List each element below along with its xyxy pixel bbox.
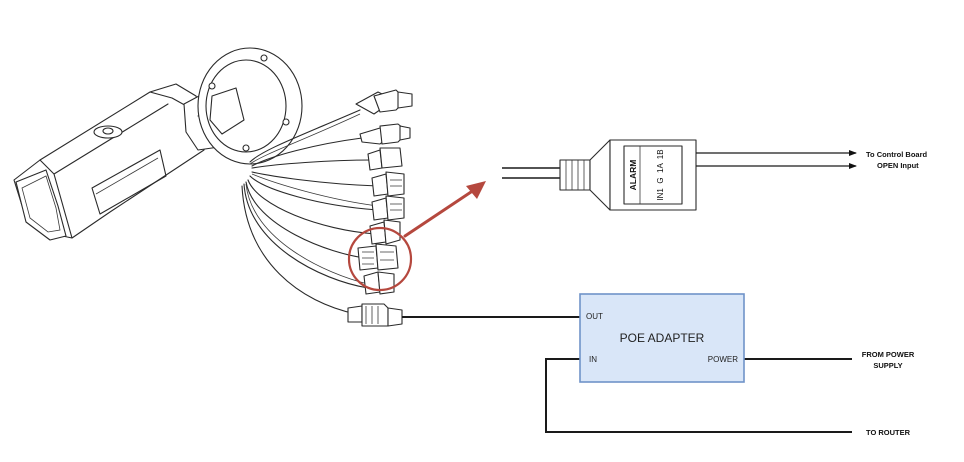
terminal-connector (371, 171, 405, 197)
callout-arrow (403, 181, 486, 238)
poe-adapter-title: POE ADAPTER (620, 331, 705, 345)
supply-label: SUPPLY (873, 361, 902, 370)
bullet-camera-illustration (13, 47, 303, 241)
from-power-label: FROM POWER (862, 350, 915, 359)
terminal-connector (371, 195, 405, 221)
poe-port-power: POWER (708, 355, 738, 364)
alarm-connector-title: ALARM (628, 160, 638, 191)
poe-adapter-box: OUT POE ADAPTER IN POWER (579, 293, 745, 383)
control-board-label: To Control Board (866, 150, 928, 159)
terminal-connector (367, 147, 403, 171)
alarm-connector-detail: ALARM IN1 G 1A 1B (502, 139, 857, 211)
alarm-pin-labels: IN1 G 1A 1B (656, 149, 665, 200)
poe-port-in: IN (589, 355, 597, 364)
alarm-highlight-circle (347, 226, 413, 292)
cable-bundle (241, 109, 379, 315)
rj45-network-connector (347, 303, 403, 327)
alarm-terminal-connector (357, 243, 399, 271)
dc-barrel-connector (355, 89, 413, 115)
poe-port-out: OUT (586, 312, 603, 321)
to-router-label: TO ROUTER (866, 428, 911, 437)
audio-connector (359, 123, 411, 145)
router-cable (545, 358, 852, 433)
open-input-label: OPEN Input (877, 161, 919, 170)
